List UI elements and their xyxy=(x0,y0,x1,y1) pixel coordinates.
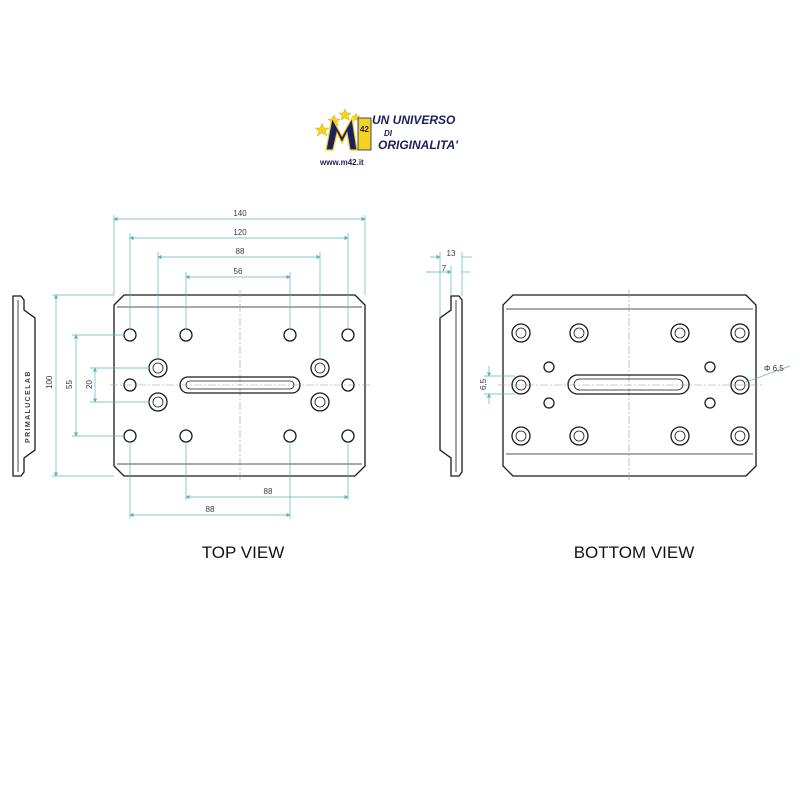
bottom-view-label: BOTTOM VIEW xyxy=(574,543,695,562)
dim-7: 7 xyxy=(442,264,447,273)
logo-line3: ORIGINALITA' xyxy=(378,138,459,152)
dim-diameter-6-5: Φ 6,5 xyxy=(764,364,784,373)
brand-label: PRIMALUCELAB xyxy=(25,370,32,443)
top-view-label: TOP VIEW xyxy=(202,543,285,562)
top-view-dimensions: 140 120 88 56 100 55 20 88 88 xyxy=(45,209,366,519)
logo-line1: UN UNIVERSO xyxy=(372,113,456,127)
m42-mark-icon: 42 xyxy=(325,116,372,151)
dim-88-top: 88 xyxy=(236,247,245,256)
m42-logo: 42 UN UNIVERSO DI ORIGINALITA' www.m42.i… xyxy=(314,108,459,167)
bottom-view-holes xyxy=(511,323,750,446)
logo-mark-sub: 42 xyxy=(360,125,369,134)
dim-88-bottom-b: 88 xyxy=(206,505,215,514)
dim-100: 100 xyxy=(45,375,54,389)
dim-88-bottom-a: 88 xyxy=(264,487,273,496)
middle-side-profile xyxy=(439,295,463,477)
bottom-center-slot xyxy=(567,374,690,395)
dim-55: 55 xyxy=(65,380,74,389)
bottom-view-plate xyxy=(498,290,762,480)
top-view-holes xyxy=(123,328,355,443)
dim-56: 56 xyxy=(234,267,243,276)
top-view-plate xyxy=(110,290,370,480)
center-slot xyxy=(179,376,301,394)
left-side-profile: PRIMALUCELAB xyxy=(12,295,36,477)
dim-140: 140 xyxy=(233,209,247,218)
logo-line2: DI xyxy=(384,129,393,138)
dim-20: 20 xyxy=(85,380,94,389)
dim-120: 120 xyxy=(233,228,247,237)
logo-url: www.m42.it xyxy=(319,158,364,167)
dim-hole-6-5: 6,5 xyxy=(479,378,488,390)
dim-13: 13 xyxy=(447,249,456,258)
side-dimensions: 13 7 xyxy=(426,249,472,318)
bottom-view-dimensions: 6,5 Φ 6,5 xyxy=(479,364,791,404)
